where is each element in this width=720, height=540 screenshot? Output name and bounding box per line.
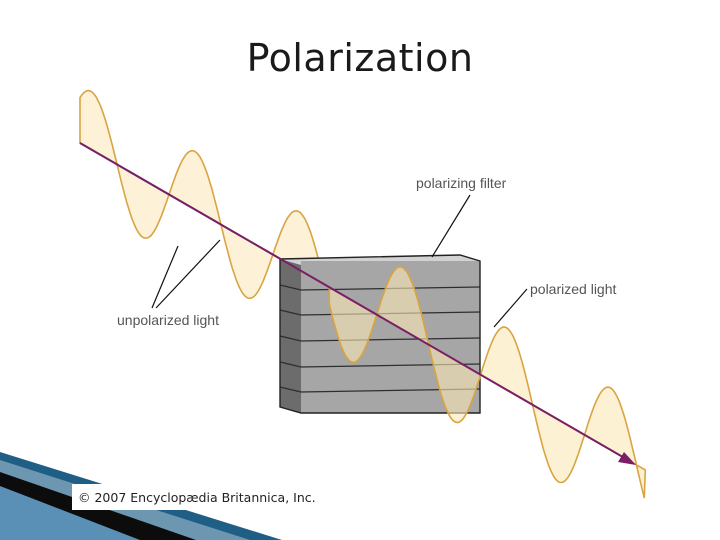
- polarizing-filter-leader: [431, 194, 471, 258]
- beam-arrowhead: [618, 452, 636, 465]
- polarized-light-leader: [493, 288, 528, 328]
- copyright-box: [72, 484, 330, 510]
- filter-side-face: [280, 259, 301, 413]
- filter-line: [279, 361, 302, 368]
- unpolarized-light-label: unpolarized light: [117, 312, 219, 328]
- filter-line: [279, 335, 302, 342]
- beam-axis-line: [79, 142, 629, 461]
- beam-axis: [79, 142, 636, 465]
- polarized-light-label: polarized light: [530, 281, 616, 297]
- copyright-text: © 2007 Encyclopædia Britannica, Inc.: [78, 490, 316, 505]
- polarized-vertical-wave: [328, 266, 647, 499]
- filter-line: [279, 309, 302, 316]
- filter-line: [279, 284, 302, 291]
- polarizing-filter-label: polarizing filter: [416, 175, 507, 191]
- unpolarized-light-leader: [151, 245, 179, 309]
- slide-title: Polarization: [246, 36, 474, 80]
- filter-line: [300, 337, 481, 342]
- filter-line: [279, 386, 302, 393]
- footer-accent-band: [0, 486, 140, 540]
- unpolarized-light-leader: [155, 239, 221, 309]
